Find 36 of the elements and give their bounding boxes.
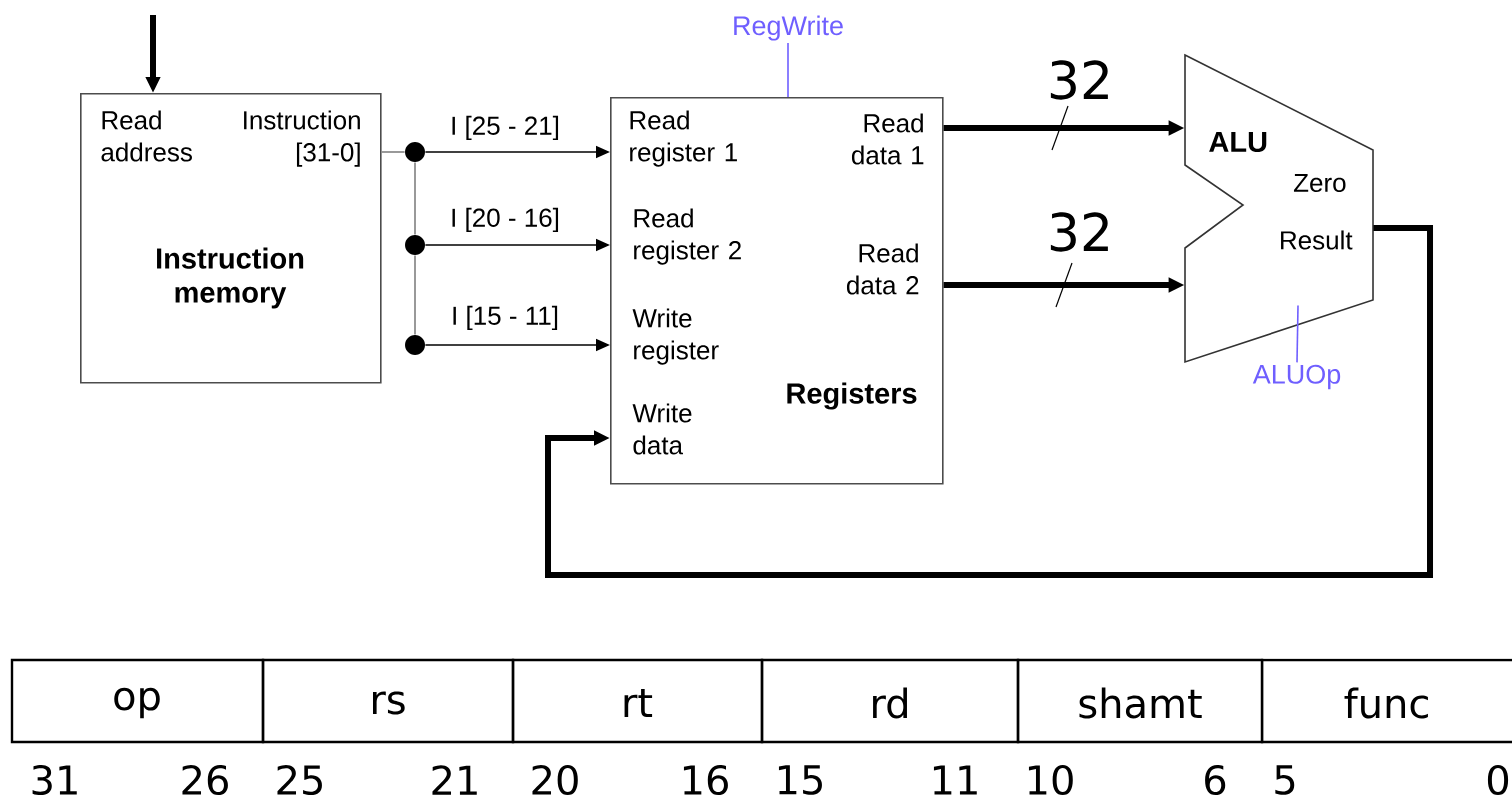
- bit-number: 21: [432, 765, 477, 795]
- junction-dot: [405, 142, 425, 162]
- bit-number: 16: [683, 764, 728, 796]
- edge-label: I [15 - 11]: [453, 305, 558, 331]
- bit-number: 0: [1487, 764, 1509, 796]
- bit-number: 31: [32, 764, 77, 796]
- bit-number: 25: [277, 764, 322, 796]
- bit-number: 6: [1205, 764, 1226, 796]
- bit-number: 5: [1275, 765, 1295, 795]
- control-label: ALUOp: [1252, 364, 1341, 390]
- table-cell: rt: [511, 658, 764, 744]
- bit-number: 10: [1028, 764, 1073, 796]
- connector-line: [1296, 304, 1299, 364]
- connector-line: [414, 254, 416, 336]
- table-cell: shamt: [1016, 658, 1264, 744]
- memory-box: Read address Instruction [31-0] Instruction memory: [80, 93, 382, 384]
- edge-label: I [20 - 16]: [452, 207, 559, 233]
- edge-label: I [25 - 21]: [452, 115, 559, 141]
- connector-line: [787, 42, 789, 98]
- table-cell: func: [1260, 658, 1512, 744]
- table-cell: rs: [261, 658, 515, 744]
- arrow: [545, 225, 1433, 578]
- bit-number: 20: [532, 764, 578, 796]
- junction-dot: [405, 335, 425, 355]
- connector-line: [414, 161, 416, 236]
- table-cell: op: [10, 658, 265, 744]
- connector-line: [380, 151, 406, 153]
- control-label: RegWrite: [734, 15, 843, 41]
- bit-number: 26: [182, 764, 228, 796]
- bit-number: 11: [933, 765, 977, 795]
- edge-label: 32: [1050, 212, 1108, 252]
- register-file-box: Read register 1 Read register 2 Write register Write data Read data 1 Read data 2 Registers: [610, 97, 944, 485]
- bit-number: 15: [778, 765, 822, 795]
- junction-dot: [405, 235, 425, 255]
- table-cell: rd: [760, 658, 1020, 744]
- edge-label: 32: [1050, 60, 1108, 100]
